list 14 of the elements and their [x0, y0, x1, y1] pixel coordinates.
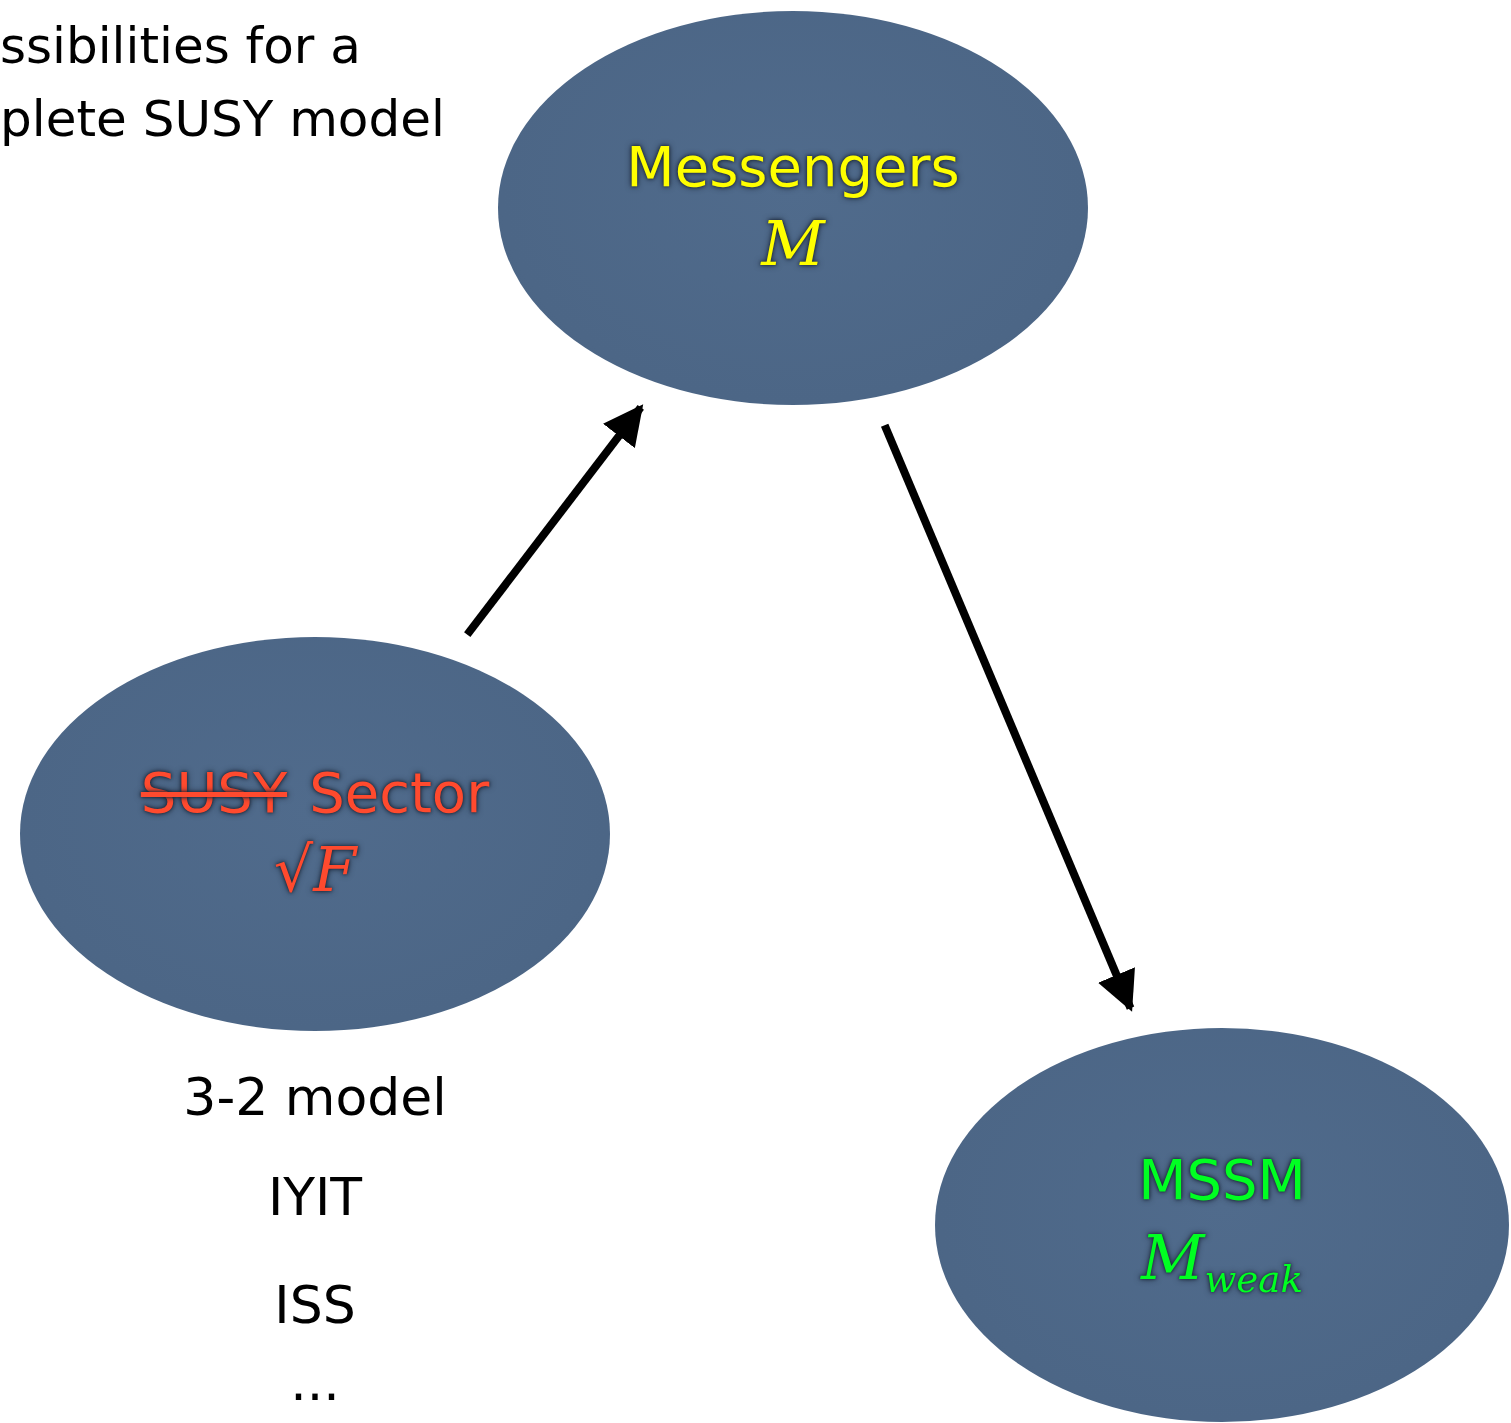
struck-label: SUSY [140, 760, 288, 825]
arrow [880, 423, 1135, 1012]
math-symbol: M [761, 207, 825, 282]
math-symbol: √F [273, 833, 357, 908]
model-name: ... [289, 1351, 341, 1414]
math-symbol: M$_{weak}$ [1141, 1220, 1303, 1302]
arrow [464, 404, 644, 638]
node-label: MSSM [1138, 1148, 1306, 1213]
heading-text: ssibilities for a plete SUSY model [0, 16, 446, 150]
model-name: IYIT [266, 1166, 364, 1229]
node-label: Messengers [626, 134, 960, 199]
model-name: 3-2 model [182, 1066, 448, 1129]
node-label: Sector [309, 760, 490, 825]
model-name: ISS [273, 1274, 357, 1337]
